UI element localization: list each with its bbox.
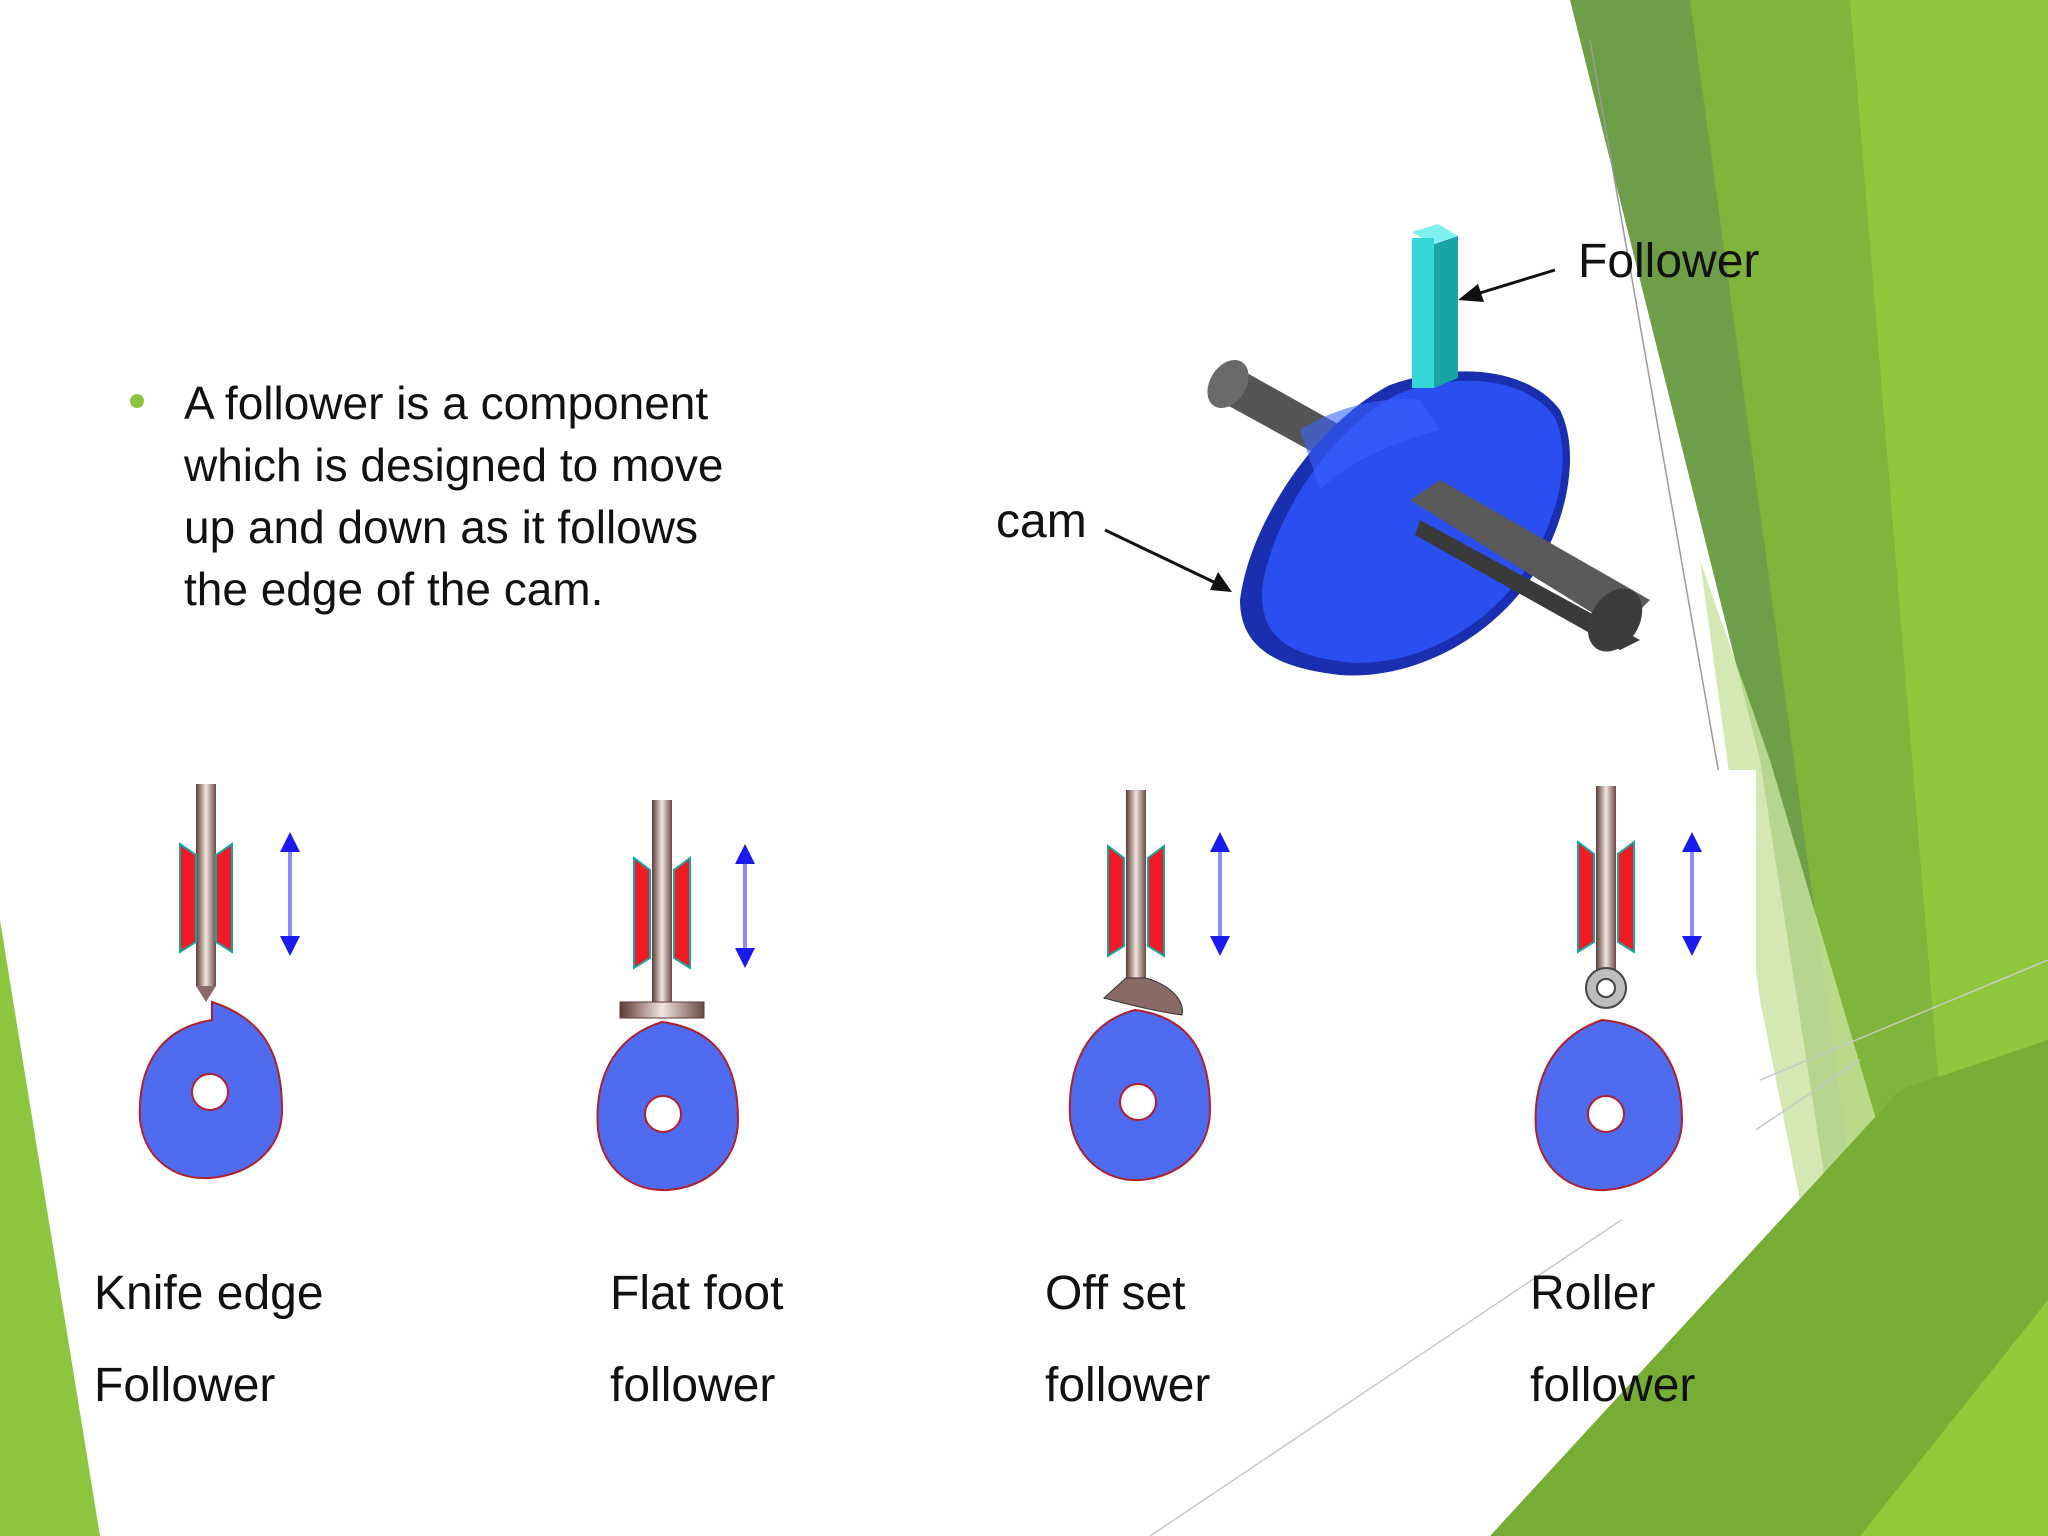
bullet-point: A follower is a component which is desig… <box>120 372 800 620</box>
cam-label: cam <box>996 495 1087 548</box>
bullet-line: which is designed to move <box>184 439 724 491</box>
right-pale-green-band <box>1700 560 1900 1300</box>
cam-pointer-arrow <box>1104 528 1232 592</box>
bottom-right-green-wedge <box>1490 1040 2048 1536</box>
bullet-line: the edge of the cam. <box>184 563 604 615</box>
decor-line <box>1759 959 2048 1081</box>
offset-caption-line1: Off set <box>1045 1267 1186 1320</box>
offset-caption-line2: follower <box>1045 1359 1211 1412</box>
knife-edge-follower-icon <box>138 784 300 1180</box>
follower-3d <box>1412 224 1458 388</box>
knife-edge-caption-line2: Follower <box>94 1359 276 1412</box>
up-down-arrow-icon <box>280 832 300 956</box>
bullet-dot-icon <box>130 394 144 408</box>
up-down-arrow-icon <box>735 844 755 968</box>
shaft-front <box>1410 480 1650 652</box>
roller-caption-line1: Roller <box>1530 1267 1656 1320</box>
follower-pointer-arrow <box>1458 268 1556 302</box>
roller-caption-line2: follower <box>1530 1359 1696 1412</box>
decor-line <box>1589 39 1721 781</box>
flat-foot-caption-line2: follower <box>610 1359 776 1412</box>
cam-body <box>1240 371 1570 676</box>
cam-row-backdrop <box>120 770 1756 1220</box>
bottom-right-light-wedge <box>1860 1300 2048 1536</box>
bullet-line: A follower is a component <box>184 377 709 429</box>
up-down-arrow-icon <box>1210 832 1230 956</box>
flat-foot-follower-icon <box>596 800 755 1192</box>
bullet-text: A follower is a component which is desig… <box>184 372 800 620</box>
flat-foot-caption-line1: Flat foot <box>610 1267 784 1320</box>
knife-edge-caption-line1: Knife edge <box>94 1267 324 1320</box>
roller-follower-icon <box>1534 786 1702 1192</box>
left-green-wedge <box>0 920 100 1536</box>
follower-label: Follower <box>1578 235 1760 288</box>
up-down-arrow-icon <box>1682 832 1702 956</box>
bullet-line: up and down as it follows <box>184 501 698 553</box>
offset-follower-icon <box>1068 790 1230 1182</box>
